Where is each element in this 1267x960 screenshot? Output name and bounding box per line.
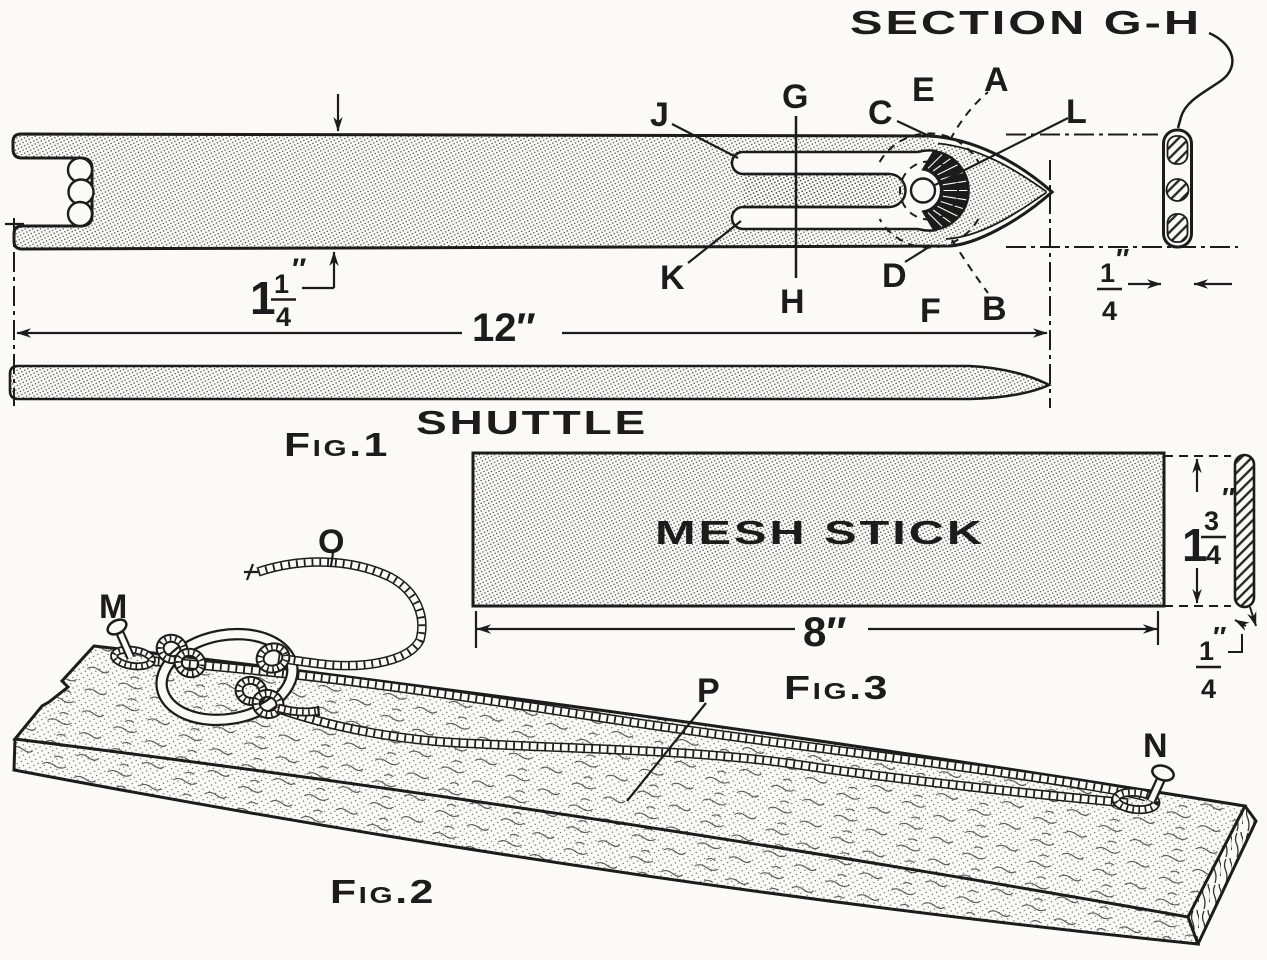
cord-far-edge	[149, 656, 1148, 802]
fig3-caption: Fig.3	[784, 669, 890, 706]
dim-width: 1 1 4 ″	[250, 94, 343, 332]
dim-mesh-width: 1 3 4 ″	[1182, 458, 1235, 604]
leader-lines	[671, 116, 1069, 278]
tip-hole-crescent	[921, 149, 970, 232]
svg-text:4: 4	[276, 302, 291, 332]
svg-text:″: ″	[1213, 621, 1226, 652]
label-h: H	[780, 283, 805, 321]
svg-text:4: 4	[1201, 674, 1216, 704]
fig1-title: SHUTTLE	[416, 404, 648, 441]
dim-mesh-length: 8″	[474, 608, 1160, 655]
tip-inner-line-bottom	[945, 191, 1048, 240]
section-leader	[1176, 31, 1234, 129]
fig3-title: MESH STICK	[655, 514, 985, 551]
knot-wraps	[155, 633, 291, 720]
svg-text:4: 4	[1206, 540, 1221, 570]
mesh-stick-edge-view	[1233, 453, 1256, 609]
svg-text:1: 1	[274, 269, 289, 299]
peg-n	[1146, 764, 1175, 804]
section-gh-bar	[1162, 128, 1193, 249]
svg-text:1: 1	[1199, 636, 1214, 666]
cord-wrap-m	[110, 645, 156, 671]
tip-tongue-outline	[743, 172, 907, 209]
label-a: A	[984, 61, 1009, 99]
cord-stretched	[266, 700, 1129, 808]
svg-text:1: 1	[250, 272, 276, 324]
label-m: M	[99, 588, 127, 626]
svg-text:″: ″	[1116, 243, 1129, 274]
label-f: F	[920, 292, 941, 330]
shuttle-side-view	[8, 364, 1052, 401]
board-front-outline	[12, 738, 1201, 946]
tip-tongue	[743, 174, 906, 207]
tip-inner-line-top	[937, 142, 1048, 193]
cord-cut-end	[244, 563, 258, 581]
label-n: N	[1143, 727, 1168, 765]
label-d: D	[882, 257, 907, 295]
cord-free-end	[244, 557, 427, 671]
label-o: O	[318, 523, 344, 561]
fig1-caption: Fig.1	[284, 426, 390, 463]
cord-wrap-n	[1111, 787, 1161, 815]
fig3-mesh-stick: MESH STICK 1 3 4 ″ 8″ 1 ″ 4 Fig.3	[471, 451, 1257, 706]
tip-outline-restroke	[929, 134, 1055, 248]
label-g: G	[782, 78, 808, 116]
mesh-stick-face	[471, 451, 1166, 608]
label-l: L	[1066, 93, 1087, 131]
leader-p	[626, 702, 707, 802]
fig3-dashed-extensions	[1164, 455, 1231, 607]
centerlines	[13, 133, 1238, 408]
svg-text:″: ″	[292, 253, 306, 286]
svg-text:1: 1	[1182, 519, 1208, 571]
board-end-face	[1188, 806, 1256, 944]
svg-text:3: 3	[1204, 506, 1219, 536]
fig2-board-scene: M O P N Fig.2	[12, 523, 1258, 946]
label-b: B	[982, 290, 1007, 328]
board-top-outline	[12, 644, 1248, 919]
svg-text:8″: 8″	[803, 608, 846, 655]
label-e: E	[912, 71, 935, 109]
tip-knob	[909, 177, 937, 204]
svg-text:1: 1	[1100, 258, 1115, 288]
section-title: SECTION G-H	[850, 4, 1202, 41]
board-top-grain	[15, 646, 1245, 917]
label-j: J	[650, 96, 669, 134]
svg-text:4: 4	[1102, 296, 1117, 326]
leader-c	[896, 120, 930, 137]
leader-j	[671, 123, 739, 159]
leader-k	[687, 220, 742, 264]
board-end-outline	[1196, 805, 1258, 945]
board-front-grain	[14, 739, 1198, 944]
fig2-caption: Fig.2	[330, 873, 436, 910]
leader-l	[934, 117, 1069, 186]
peg-m	[106, 618, 136, 660]
fork-cord-coils	[66, 156, 95, 228]
dim-mesh-thickness: 1 ″ 4	[1196, 606, 1257, 704]
cord-loop-m	[155, 627, 299, 727]
cord-knot-tail	[276, 703, 321, 717]
svg-text:″: ″	[1222, 482, 1235, 513]
dim-length: 12″	[16, 306, 1048, 350]
dim-thickness: 1 ″ 4	[1097, 243, 1232, 326]
label-p: P	[697, 672, 720, 710]
leader-d	[904, 246, 930, 263]
label-k: K	[660, 259, 685, 297]
label-c: C	[868, 94, 893, 132]
fig1-shuttle-plan-view: J G H K C E A L D F B SECTION G-H 1 1 4 …	[5, 4, 1238, 463]
leader-o	[329, 552, 335, 567]
svg-text:12″: 12″	[472, 306, 536, 350]
